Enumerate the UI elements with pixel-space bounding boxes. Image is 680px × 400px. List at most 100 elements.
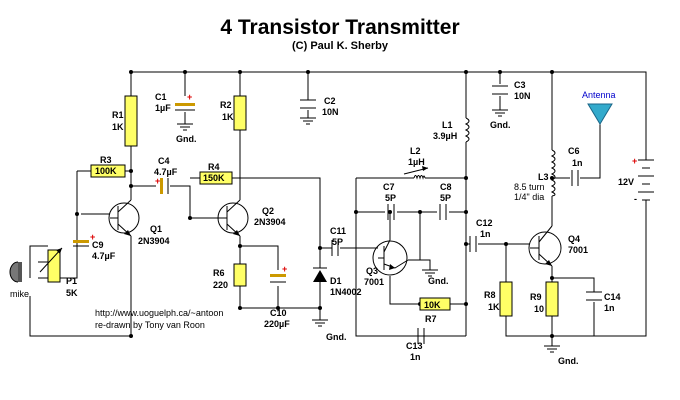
resistor-r4: R4 150K [199, 162, 233, 185]
svg-text:mike: mike [10, 289, 29, 299]
svg-text:L2: L2 [410, 146, 421, 156]
svg-text:L1: L1 [442, 120, 453, 130]
svg-text:10N: 10N [514, 91, 531, 101]
svg-text:C8: C8 [440, 182, 452, 192]
resistor-r9: R9 10 [530, 281, 559, 317]
svg-text:220µF: 220µF [264, 319, 290, 329]
inductor-l3: L3 8.5 turn 1/4" dia [514, 149, 556, 202]
transistor-q3: Q3 7001 [364, 239, 409, 287]
svg-text:8.5 turn: 8.5 turn [514, 182, 545, 192]
capacitor-c12: C12 1n [469, 218, 493, 252]
ground-q3: Gnd. [422, 269, 449, 286]
svg-text:Gnd.: Gnd. [428, 276, 449, 286]
svg-text:+: + [632, 156, 637, 166]
svg-text:R1: R1 [112, 110, 124, 120]
transistor-q1: Q1 2N3904 [108, 199, 170, 246]
resistor-r2: R2 1K [220, 95, 247, 131]
ground-c2 [300, 117, 316, 125]
svg-text:C2: C2 [324, 96, 336, 106]
svg-text:220: 220 [213, 280, 228, 290]
svg-text:R4: R4 [208, 162, 220, 172]
capacitor-c9: + C9 4.7µF [73, 232, 116, 261]
svg-text:C7: C7 [383, 182, 395, 192]
svg-text:R7: R7 [425, 314, 437, 324]
resistor-r3: R3 100K [90, 155, 126, 178]
inductor-l2: L2 1µH [403, 146, 429, 180]
svg-text:L3: L3 [538, 172, 549, 182]
diode-d1: D1 1N4002 [313, 267, 362, 297]
transistor-q2: Q2 2N3904 [217, 199, 286, 237]
capacitor-c7: C7 5P [383, 182, 396, 220]
resistor-r7: 10K R7 [419, 297, 451, 324]
potentiometer-p1: P1 5K [39, 247, 78, 298]
svg-text:2N3904: 2N3904 [138, 236, 170, 246]
capacitor-c13: C13 1n [406, 328, 425, 362]
svg-text:10: 10 [534, 304, 544, 314]
svg-text:C12: C12 [476, 218, 493, 228]
svg-text:+: + [155, 176, 160, 186]
ground-c1: Gnd. [176, 123, 197, 144]
svg-text:7001: 7001 [364, 277, 384, 287]
svg-text:+: + [187, 92, 192, 102]
svg-text:2N3904: 2N3904 [254, 217, 286, 227]
svg-text:C3: C3 [514, 80, 526, 90]
svg-text:4.7µF: 4.7µF [154, 167, 178, 177]
svg-text:10K: 10K [424, 300, 441, 310]
resistor-r1: R1 1K [112, 95, 138, 147]
svg-text:Q4: Q4 [568, 234, 580, 244]
capacitor-c4: + C4 4.7µF [154, 156, 178, 194]
credit-redrawn: re-drawn by Tony van Roon [95, 320, 205, 330]
resistor-r6: R6 220 [213, 263, 247, 290]
capacitor-c6: C6 1n [568, 146, 583, 186]
svg-text:R8: R8 [484, 290, 496, 300]
svg-text:C14: C14 [604, 292, 621, 302]
svg-text:Gnd.: Gnd. [176, 134, 197, 144]
svg-text:R6: R6 [213, 268, 225, 278]
svg-text:150K: 150K [203, 173, 225, 183]
capacitor-c3: C3 10N [492, 80, 531, 101]
resistor-r8: R8 1K [484, 281, 513, 317]
svg-text:R3: R3 [100, 155, 112, 165]
ground-c3: Gnd. [490, 109, 511, 130]
svg-text:5P: 5P [385, 193, 396, 203]
microphone: mike [9, 261, 29, 299]
svg-text:100K: 100K [95, 166, 117, 176]
svg-text:1/4" dia: 1/4" dia [514, 192, 544, 202]
svg-text:P1: P1 [66, 276, 77, 286]
svg-text:-: - [634, 194, 637, 204]
svg-text:1K: 1K [488, 302, 500, 312]
svg-text:C1: C1 [155, 92, 167, 102]
svg-text:12V: 12V [618, 177, 634, 187]
svg-text:Q2: Q2 [262, 206, 274, 216]
svg-text:+: + [90, 232, 95, 242]
battery-12v: + - 12V [618, 156, 654, 206]
svg-text:1n: 1n [480, 229, 491, 239]
ground-d1: Gnd. [312, 319, 347, 342]
svg-text:C4: C4 [158, 156, 170, 166]
ground-q4: Gnd. [544, 345, 579, 366]
svg-text:C9: C9 [92, 240, 104, 250]
svg-text:R2: R2 [220, 100, 232, 110]
svg-text:D1: D1 [330, 276, 342, 286]
svg-text:Gnd.: Gnd. [490, 120, 511, 130]
svg-text:R9: R9 [530, 292, 542, 302]
svg-text:C10: C10 [270, 308, 287, 318]
svg-text:3.9µH: 3.9µH [433, 131, 457, 141]
svg-text:Q3: Q3 [366, 266, 378, 276]
wires [29, 71, 647, 346]
svg-text:1N4002: 1N4002 [330, 287, 362, 297]
svg-text:+: + [282, 264, 287, 274]
capacitor-c10: + C10 220µF [264, 264, 290, 329]
svg-text:Gnd.: Gnd. [558, 356, 579, 366]
svg-text:1n: 1n [572, 158, 583, 168]
svg-text:10N: 10N [322, 107, 339, 117]
svg-text:4.7µF: 4.7µF [92, 251, 116, 261]
svg-text:1K: 1K [222, 112, 234, 122]
capacitor-c14: C14 1n [586, 291, 621, 313]
credit-url: http://www.uoguelph.ca/~antoon [95, 308, 224, 318]
svg-text:1n: 1n [410, 352, 421, 362]
capacitor-c11: C11 5P [330, 226, 346, 256]
antenna: Antenna [582, 90, 616, 125]
